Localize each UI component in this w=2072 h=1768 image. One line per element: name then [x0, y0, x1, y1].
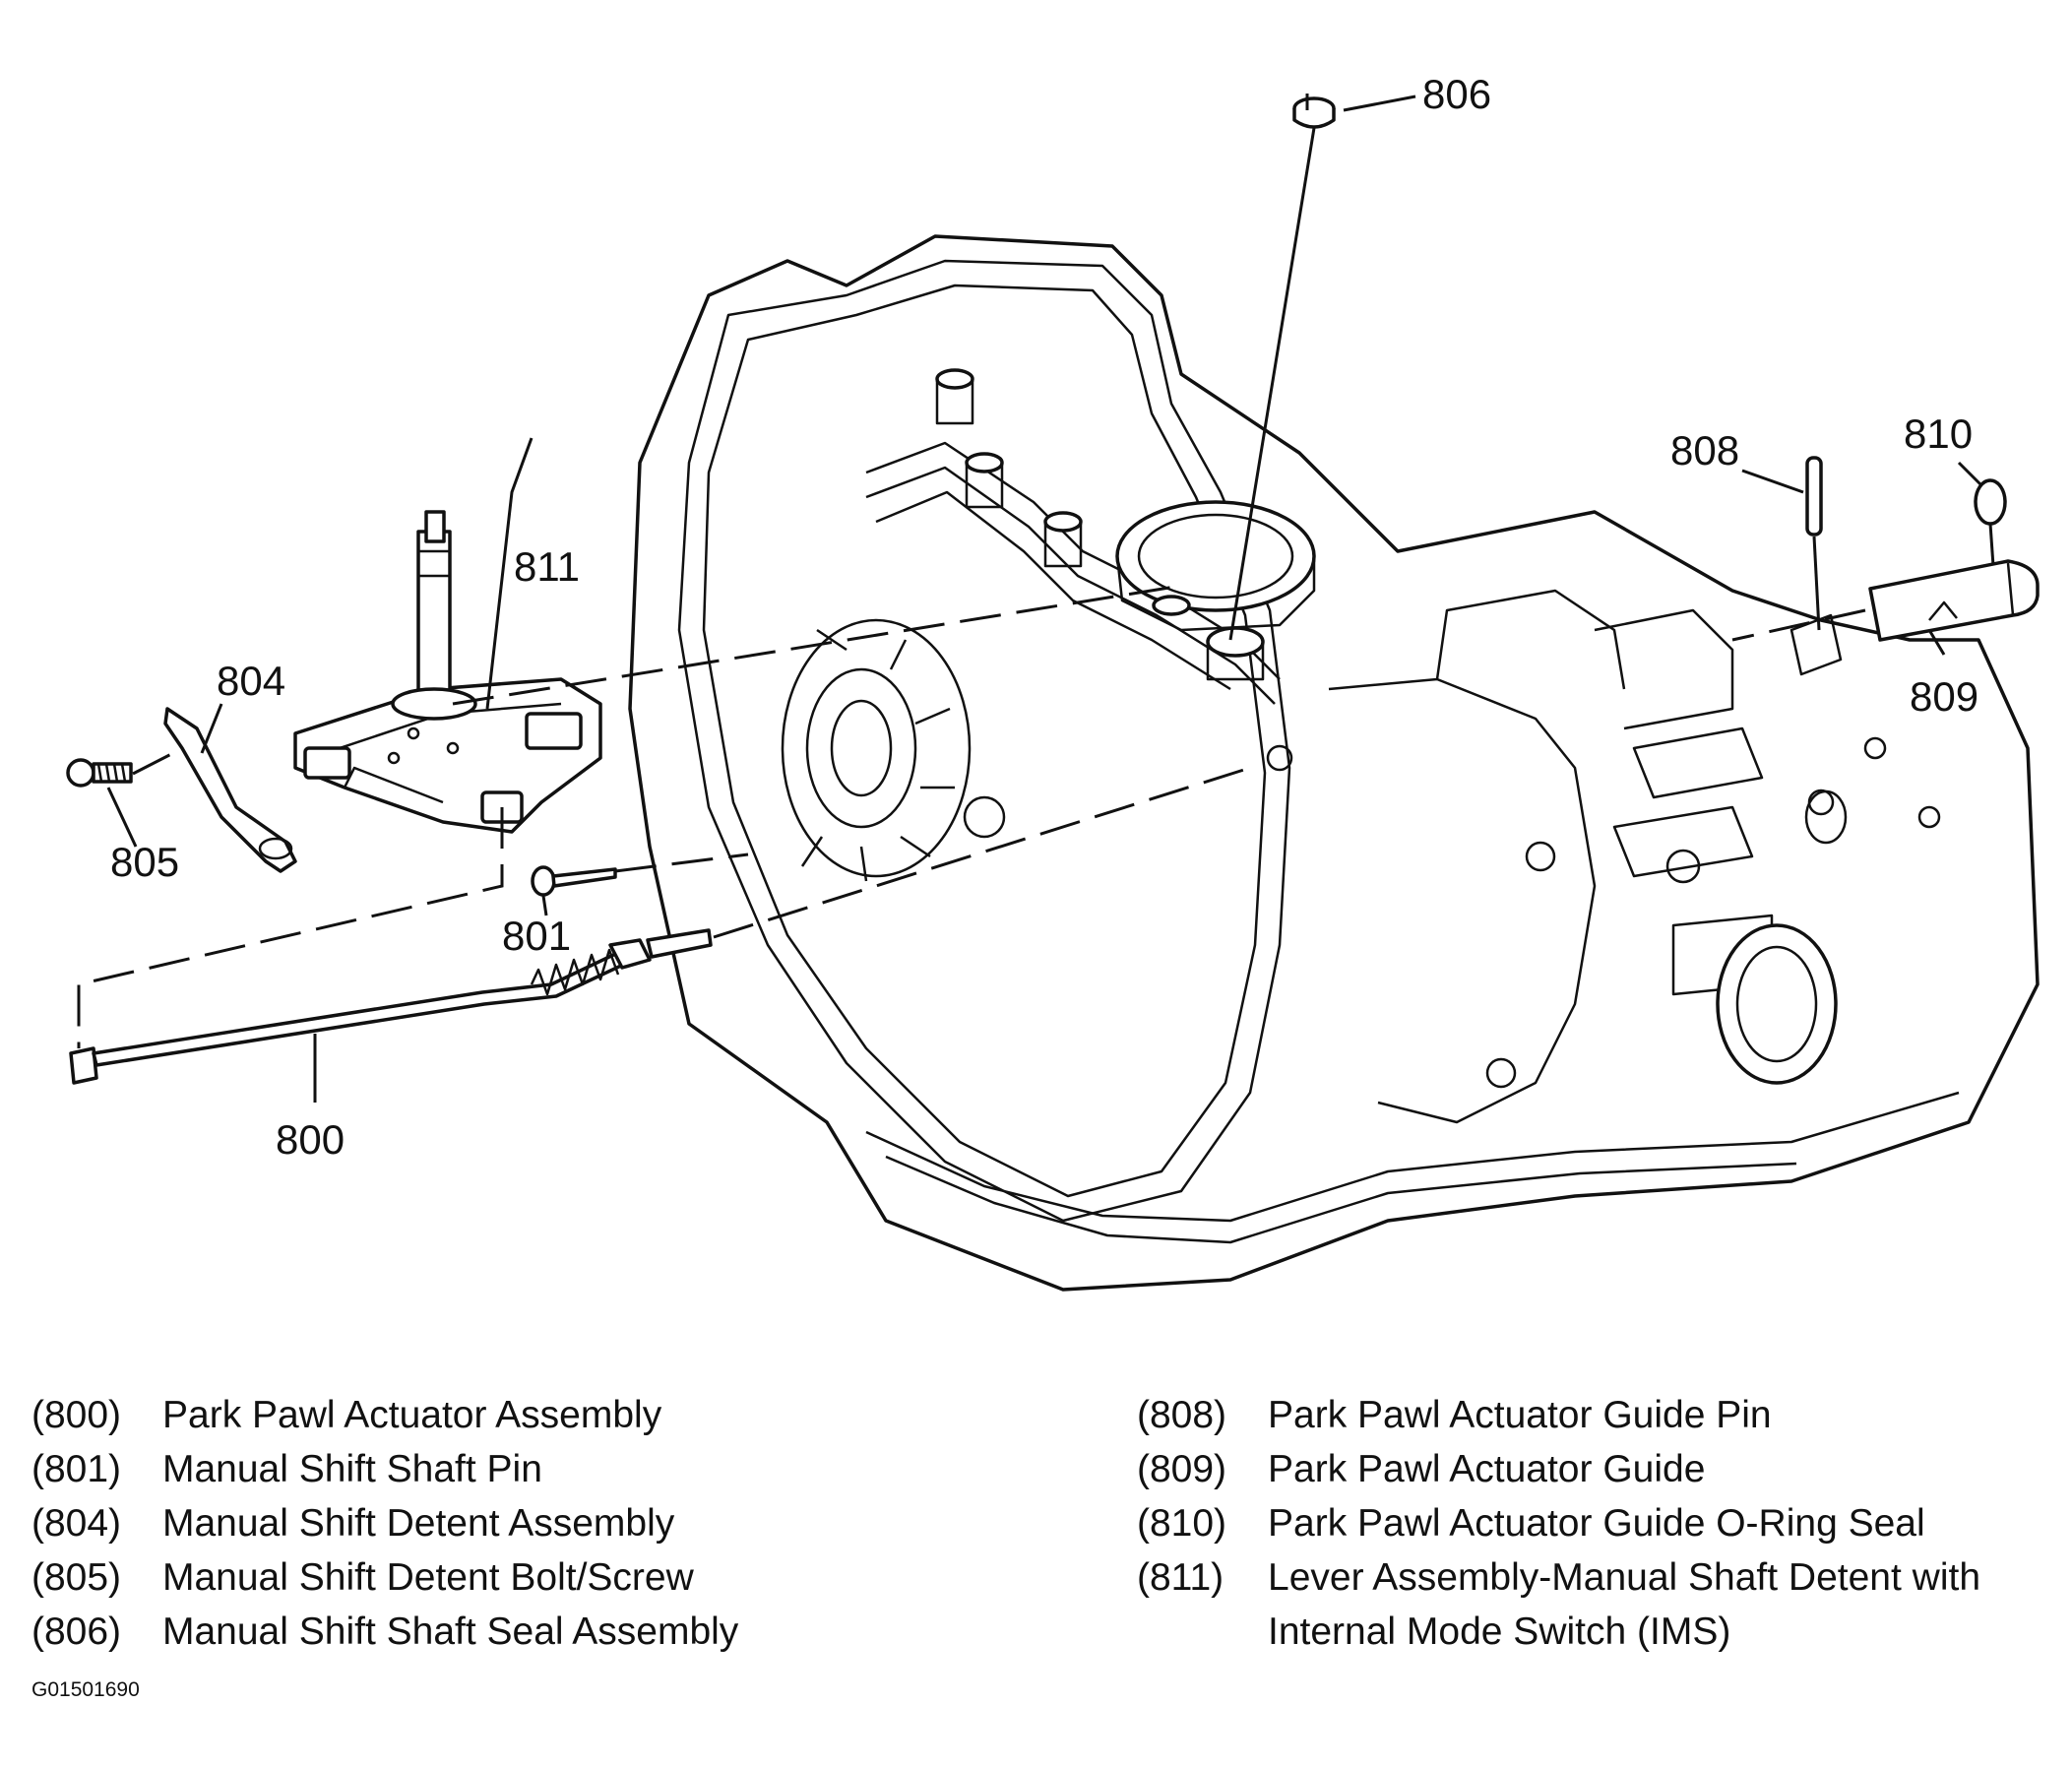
legend-item-description: Park Pawl Actuator Assembly	[162, 1394, 662, 1436]
legend-left-column: (800) Park Pawl Actuator Assembly (801) …	[31, 1388, 1065, 1659]
callout-808: 808	[1670, 427, 1739, 474]
legend-item: (804) Manual Shift Detent Assembly	[31, 1496, 1065, 1550]
legend-item-number: (811)	[1137, 1556, 1224, 1599]
callout-809: 809	[1910, 673, 1978, 720]
legend-item: (811) Lever Assembly-Manual Shaft Detent…	[1137, 1550, 2062, 1659]
callout-811: 811	[514, 543, 580, 590]
callout-806: 806	[1422, 71, 1491, 117]
legend-item: (808) Park Pawl Actuator Guide Pin	[1137, 1388, 2062, 1442]
legend-item: (801) Manual Shift Shaft Pin	[31, 1442, 1065, 1496]
legend-item-description: Manual Shift Detent Assembly	[162, 1502, 675, 1545]
legend-item-number: (800)	[31, 1394, 122, 1436]
oring-810-part	[1974, 478, 2007, 526]
legend-item-description: Manual Shift Shaft Pin	[162, 1448, 542, 1490]
legend-item-description: Manual Shift Shaft Seal Assembly	[162, 1610, 739, 1653]
legend-right-column: (808) Park Pawl Actuator Guide Pin (809)…	[1137, 1388, 2062, 1659]
ims-lever-assembly-811-part	[293, 510, 602, 834]
transmission-case	[628, 234, 2040, 1292]
callout-801: 801	[502, 913, 571, 959]
legend-item: (805) Manual Shift Detent Bolt/Screw	[31, 1550, 1065, 1605]
legend-item-description: Park Pawl Actuator Guide	[1268, 1448, 1706, 1490]
legend-item: (800) Park Pawl Actuator Assembly	[31, 1388, 1065, 1442]
legend-item-number: (810)	[1137, 1502, 1227, 1545]
bolt-805-part	[66, 758, 133, 788]
legend-item-number: (806)	[31, 1610, 122, 1653]
seal-806-part	[1292, 94, 1336, 129]
callout-805: 805	[110, 839, 179, 885]
legend-item-description: Lever Assembly-Manual Shaft Detent with …	[1268, 1556, 1981, 1653]
legend-item-number: (804)	[31, 1502, 122, 1545]
legend-item-description: Park Pawl Actuator Guide Pin	[1268, 1394, 1772, 1436]
legend-item-number: (808)	[1137, 1394, 1227, 1436]
legend-item-number: (805)	[31, 1556, 122, 1599]
guide-pin-808-part	[1805, 456, 1823, 537]
legend-item: (809) Park Pawl Actuator Guide	[1137, 1442, 2062, 1496]
exploded-parts-diagram: 806 808 810 809 811	[66, 71, 2040, 1292]
figure-id: G01501690	[31, 1678, 140, 1701]
callout-800: 800	[276, 1116, 345, 1163]
shaft-pin-801-part	[531, 865, 617, 897]
actuator-guide-809-part	[1868, 559, 2040, 642]
legend-item-number: (809)	[1137, 1448, 1227, 1490]
legend-item: (810) Park Pawl Actuator Guide O-Ring Se…	[1137, 1496, 2062, 1550]
callout-810: 810	[1904, 410, 1973, 457]
detent-spring-804-part	[163, 707, 297, 873]
legend-item-description: Manual Shift Detent Bolt/Screw	[162, 1556, 694, 1599]
legend-item-description: Park Pawl Actuator Guide O-Ring Seal	[1268, 1502, 1925, 1545]
legend-item: (806) Manual Shift Shaft Seal Assembly	[31, 1605, 1065, 1659]
callout-804: 804	[217, 658, 285, 704]
actuator-assembly-800-part	[69, 928, 713, 1085]
legend-item-number: (801)	[31, 1448, 122, 1490]
